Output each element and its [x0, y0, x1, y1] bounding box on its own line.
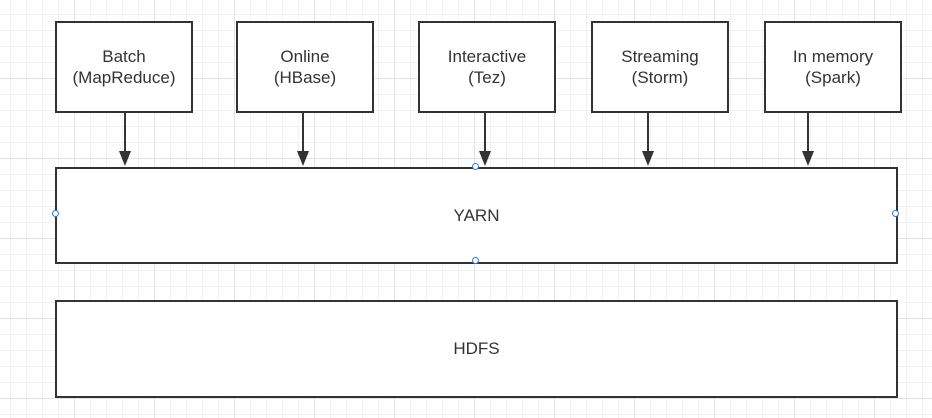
- arrow-batch-to-yarn[interactable]: [119, 113, 131, 166]
- batch-mapreduce-box[interactable]: Batch (MapReduce): [55, 21, 193, 113]
- storm-label: (Storm): [631, 68, 689, 87]
- interactive-label: Interactive: [447, 47, 527, 66]
- hdfs-label: HDFS: [453, 339, 500, 358]
- hbase-label: (HBase): [273, 68, 337, 87]
- arrow-online-to-yarn[interactable]: [297, 113, 309, 166]
- yarn-box[interactable]: YARN: [55, 167, 898, 264]
- interactive-tez-box[interactable]: Interactive (Tez): [418, 21, 556, 113]
- arrow-interactive-to-yarn[interactable]: [479, 113, 491, 166]
- spark-label: (Spark): [805, 68, 861, 87]
- online-label: Online: [280, 47, 330, 66]
- in-memory-spark-box[interactable]: In memory (Spark): [764, 21, 902, 113]
- mapreduce-label: (MapReduce): [72, 68, 176, 87]
- in-memory-label: In memory: [792, 47, 874, 66]
- yarn-top-resize-handle[interactable]: [472, 163, 479, 170]
- batch-label: Batch: [102, 47, 146, 66]
- arrow-inmemory-to-yarn[interactable]: [802, 113, 814, 166]
- arrow-streaming-to-yarn[interactable]: [642, 113, 654, 166]
- yarn-label: YARN: [453, 205, 500, 225]
- online-hbase-box[interactable]: Online (HBase): [236, 21, 374, 113]
- yarn-right-resize-handle[interactable]: [892, 210, 899, 217]
- yarn-left-resize-handle[interactable]: [52, 210, 59, 217]
- streaming-label: Streaming: [621, 47, 699, 66]
- yarn-bottom-resize-handle[interactable]: [472, 257, 479, 264]
- tez-label: (Tez): [468, 68, 506, 87]
- hdfs-box[interactable]: HDFS: [55, 300, 898, 398]
- streaming-storm-box[interactable]: Streaming (Storm): [591, 21, 729, 113]
